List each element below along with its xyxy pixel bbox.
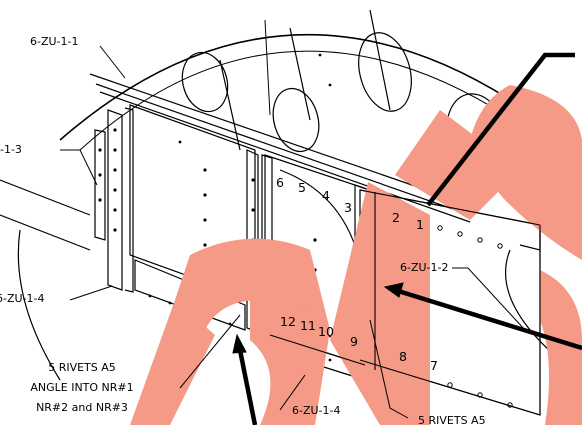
rivet-number-12: 12 bbox=[280, 314, 296, 329]
frame-structure bbox=[0, 9, 561, 416]
rivet-number-4: 4 bbox=[322, 188, 330, 203]
note-nr2-nr3: NR#2 and NR#3 bbox=[36, 401, 128, 414]
rivet-number-6: 6 bbox=[276, 175, 284, 190]
rivet-number-7: 7 bbox=[430, 358, 438, 373]
label-1-3: -1-3 bbox=[0, 143, 22, 156]
note-rivets-right: 5 RIVETS A5 bbox=[418, 414, 486, 425]
watermark-shape bbox=[130, 85, 582, 425]
label-6-zu-1-1: 6-ZU-1-1 bbox=[30, 35, 79, 48]
overlay-outlines bbox=[269, 189, 541, 416]
note-rivets-left: 5 RIVETS A5 bbox=[48, 361, 116, 374]
label-6-zu-1-4-left: 6-ZU-1-4 bbox=[0, 292, 45, 305]
rivet-number-3: 3 bbox=[344, 200, 352, 215]
rivet-number-2: 2 bbox=[392, 210, 400, 225]
label-6-zu-1-2: 6-ZU-1-2 bbox=[400, 261, 449, 274]
note-angle-into: ANGLE INTO NR#1 bbox=[30, 381, 133, 394]
heavy-arrows bbox=[232, 52, 582, 426]
leader-lines bbox=[60, 19, 526, 419]
rivet-number-9: 9 bbox=[350, 334, 358, 349]
rivet-number-5: 5 bbox=[298, 180, 306, 195]
rivet-number-1: 1 bbox=[416, 217, 424, 232]
rivet-number-10: 10 bbox=[318, 324, 334, 339]
rivet-number-11: 11 bbox=[300, 318, 316, 333]
rivet-number-8: 8 bbox=[399, 349, 407, 364]
label-6-zu-1-4-bottom: 6-ZU-1-4 bbox=[292, 404, 341, 417]
